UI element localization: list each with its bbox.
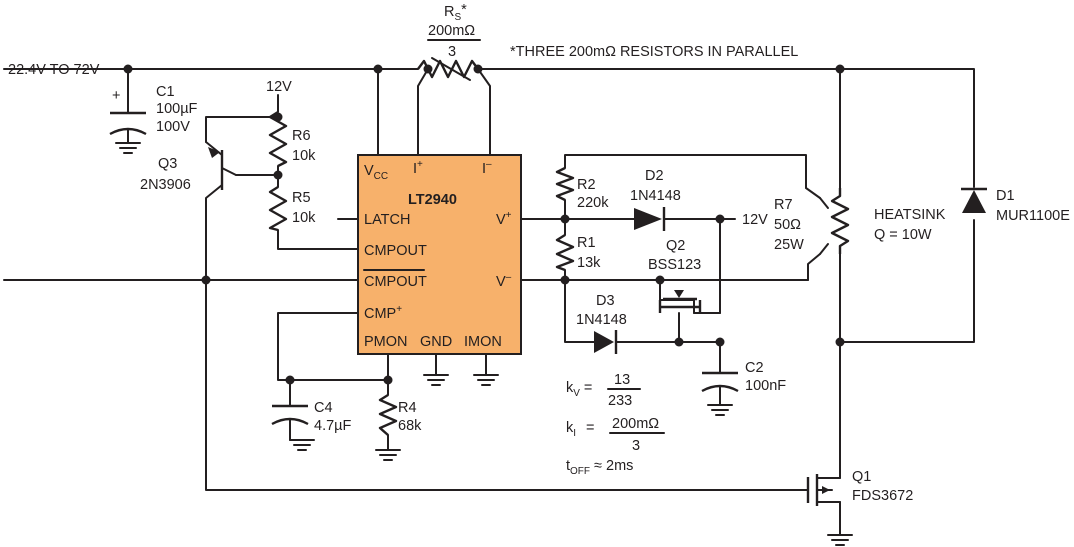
r6-value: 10k [292, 148, 316, 164]
q3-part: 2N3906 [140, 177, 191, 193]
r6-name: R6 [292, 128, 311, 144]
r1-resistor [555, 233, 575, 272]
pin-pmon: PMON [364, 334, 408, 350]
c2-value: 100nF [745, 378, 786, 394]
c4-name: C4 [314, 400, 333, 416]
supply-label: 22.4V TO 72V [8, 62, 100, 78]
svg-text:V+: V+ [496, 210, 512, 228]
ki-num: 200mΩ [612, 416, 659, 432]
ki-den: 3 [632, 438, 640, 454]
d1-name: D1 [996, 188, 1015, 204]
heatsink-label: HEATSINK [874, 207, 946, 223]
r5-value: 10k [292, 210, 316, 226]
r2-name: R2 [577, 177, 596, 193]
ground-symbols [115, 142, 853, 546]
c4-value: 4.7µF [314, 418, 352, 434]
q1-mosfet [806, 465, 841, 516]
c4-capacitor [271, 404, 309, 426]
rs-value-den: 3 [448, 44, 456, 60]
r2-value: 220k [577, 195, 609, 211]
r7-resistor [819, 188, 850, 255]
c1-value: 100µF [156, 101, 198, 117]
d2-name: D2 [645, 168, 664, 184]
c1-name: C1 [156, 84, 175, 100]
svg-text:+: + [112, 88, 120, 104]
r5-name: R5 [292, 190, 311, 206]
svg-text:kI=: kI= [566, 420, 595, 439]
q3-name: Q3 [158, 156, 177, 172]
svg-text:I–: I– [482, 159, 492, 177]
pin-latch: LATCH [364, 212, 410, 228]
r2-resistor [555, 166, 575, 202]
q3-transistor [208, 147, 224, 190]
r1-value: 13k [577, 255, 601, 271]
c2-name: C2 [745, 360, 764, 376]
svg-text:RS*: RS* [444, 2, 467, 23]
svg-text:I+: I+ [413, 159, 423, 177]
r4-value: 68k [398, 418, 422, 434]
c1-voltage: 100V [156, 119, 190, 135]
q2-mosfet [658, 290, 702, 314]
ic-lt2940: LT2940 VCC I+ I– LATCH CMPOUT CMPOUT CMP… [357, 154, 522, 355]
ic-name: LT2940 [408, 192, 457, 208]
svg-text:V–: V– [496, 272, 512, 290]
r7-value: 50Ω [774, 217, 801, 233]
d1-diode [961, 187, 987, 213]
q2-part: BSS123 [648, 257, 701, 273]
c1-capacitor: + [109, 88, 147, 136]
d3-name: D3 [596, 293, 615, 309]
r1-name: R1 [577, 235, 596, 251]
kv-den: 233 [608, 393, 632, 409]
rail-12v-right: 12V [742, 212, 768, 228]
q1-part: FDS3672 [852, 488, 913, 504]
rs-resistor-arrow [431, 57, 471, 81]
rs-resistor [417, 59, 479, 79]
d2-diode [634, 207, 666, 231]
rail-12v-top: 12V [266, 79, 292, 95]
heatsink-q: Q = 10W [874, 227, 932, 243]
d1-part: MUR1100E [996, 208, 1070, 224]
d3-part: 1N4148 [576, 312, 627, 328]
r4-resistor [378, 393, 398, 436]
r4-name: R4 [398, 400, 417, 416]
pin-cmpout: CMPOUT [364, 243, 427, 259]
svg-text:CMP+: CMP+ [364, 304, 402, 322]
pin-cmpout-bar: CMPOUT [364, 274, 427, 290]
r7-name: R7 [774, 197, 793, 213]
labels: 22.4V TO 72V *THREE 200mΩ RESISTORS IN P… [8, 2, 1070, 504]
kv-num: 13 [614, 372, 630, 388]
c2-capacitor [701, 371, 739, 393]
pin-gnd: GND [420, 334, 452, 350]
r6-resistor [268, 110, 288, 168]
note-label: *THREE 200mΩ RESISTORS IN PARALLEL [510, 44, 798, 60]
q2-name: Q2 [666, 238, 685, 254]
d2-part: 1N4148 [630, 188, 681, 204]
svg-text:kV=: kV= [566, 380, 592, 399]
svg-text:tOFF≈ 2ms: tOFF≈ 2ms [566, 458, 633, 477]
pin-imon: IMON [464, 334, 502, 350]
r7-power: 25W [774, 237, 804, 253]
rs-value-num: 200mΩ [428, 23, 475, 39]
svg-text:VCC: VCC [364, 163, 388, 182]
r5-resistor [268, 185, 288, 232]
q1-name: Q1 [852, 469, 871, 485]
d3-diode [594, 330, 618, 354]
